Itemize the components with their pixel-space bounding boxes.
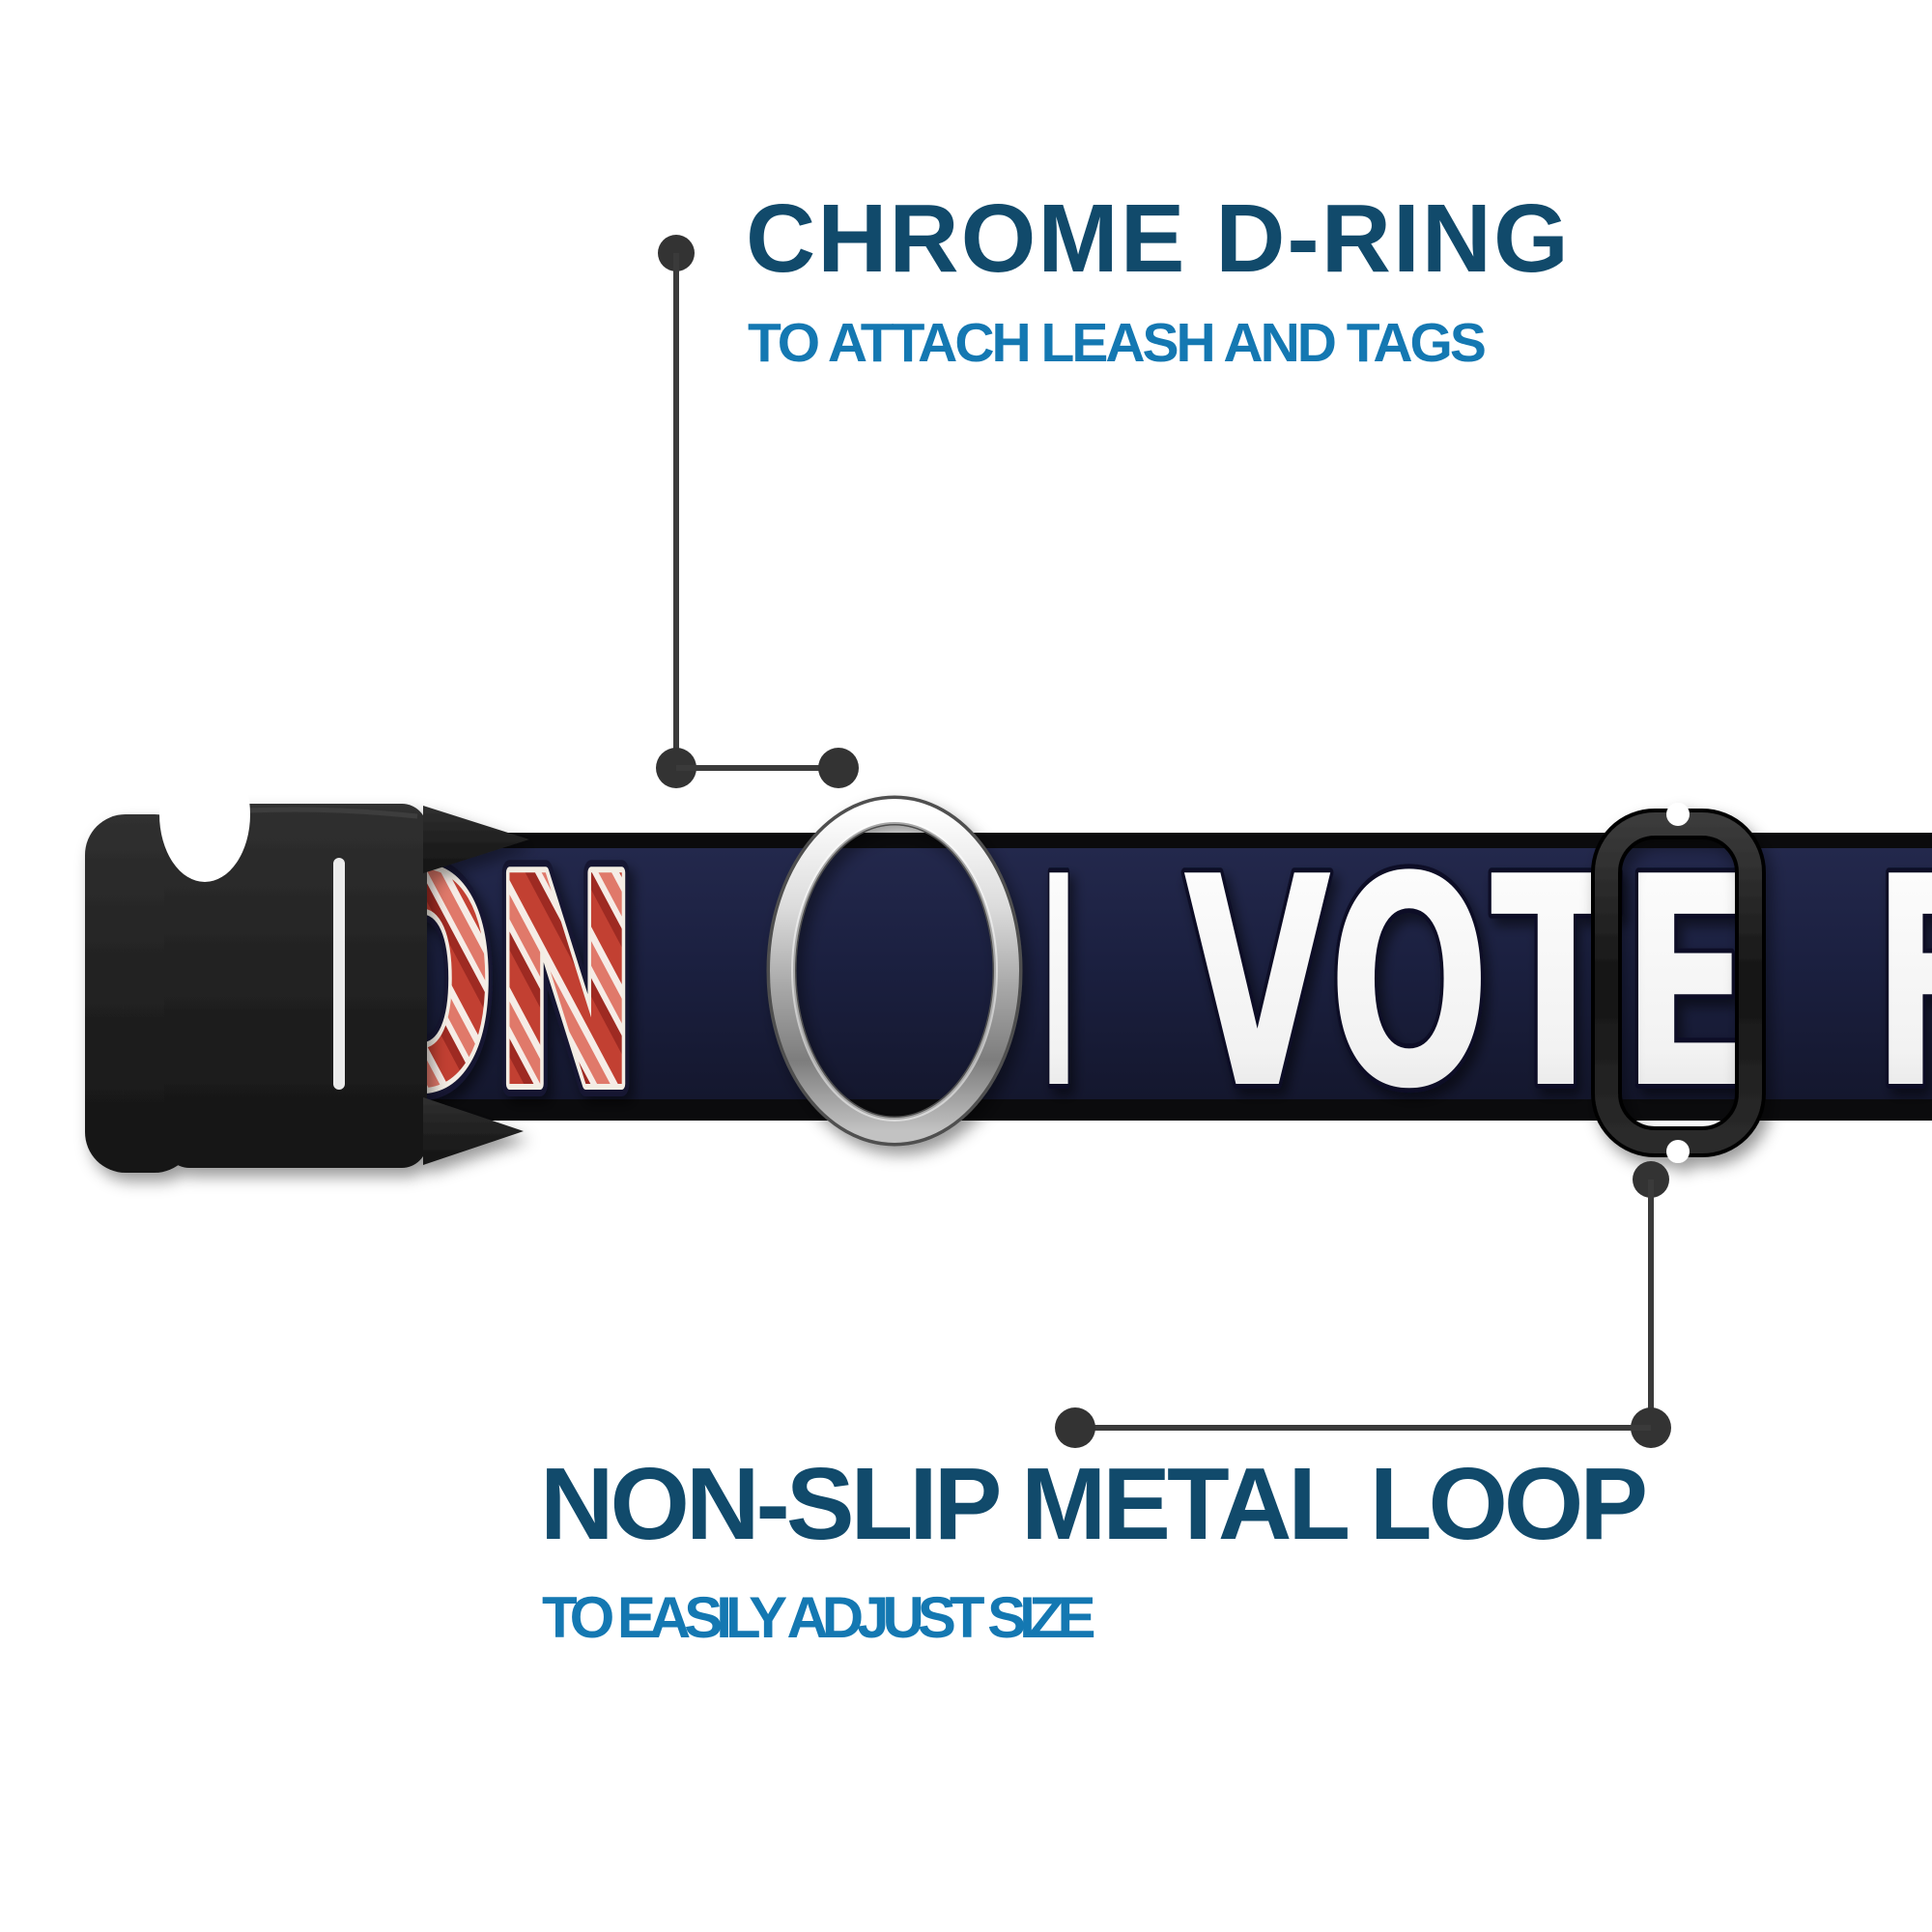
callout-dring-horizontal-line <box>676 765 838 771</box>
d-ring-highlight <box>791 820 998 1122</box>
strap-letter-i: I <box>1040 815 1077 1152</box>
buckle <box>85 804 529 1173</box>
strap-text-white: I VOTE F <box>1036 810 1932 1157</box>
dring-title: CHROME D-RING <box>746 185 1571 293</box>
strap-letter-f-partial: F <box>1872 815 1932 1152</box>
buckle-notch <box>159 753 250 882</box>
callout-loop-vertical-line <box>1648 1179 1654 1428</box>
dring-subtitle: TO ATTACH LEASH AND TAGS <box>748 312 1487 374</box>
buckle-bottom-arm <box>423 1097 524 1165</box>
d-ring-chrome <box>770 799 1019 1143</box>
callout-dring-end-dot <box>818 748 859 788</box>
slider-bottom-pinch <box>1666 1140 1690 1163</box>
buckle-body <box>164 804 427 1168</box>
callout-dring-vertical-line <box>673 253 679 768</box>
callout-loop-horizontal-line <box>1075 1425 1651 1431</box>
strap-word-vote: VOTE <box>1183 815 1751 1152</box>
d-ring <box>766 795 1023 1147</box>
callout-loop-end-dot <box>1055 1407 1095 1448</box>
slider-top-pinch <box>1666 803 1690 826</box>
slider-loop <box>1591 803 1766 1163</box>
buckle-top-arm <box>423 806 529 873</box>
buckle-slot-gap <box>333 858 345 1090</box>
loop-title: NON-SLIP METAL LOOP <box>540 1447 1648 1561</box>
webbing-navy <box>404 848 1932 1099</box>
loop-subtitle: TO EASILY ADJUST SIZE <box>542 1585 1096 1650</box>
collar-photo: ON ON I VOTE F <box>85 753 1932 1173</box>
